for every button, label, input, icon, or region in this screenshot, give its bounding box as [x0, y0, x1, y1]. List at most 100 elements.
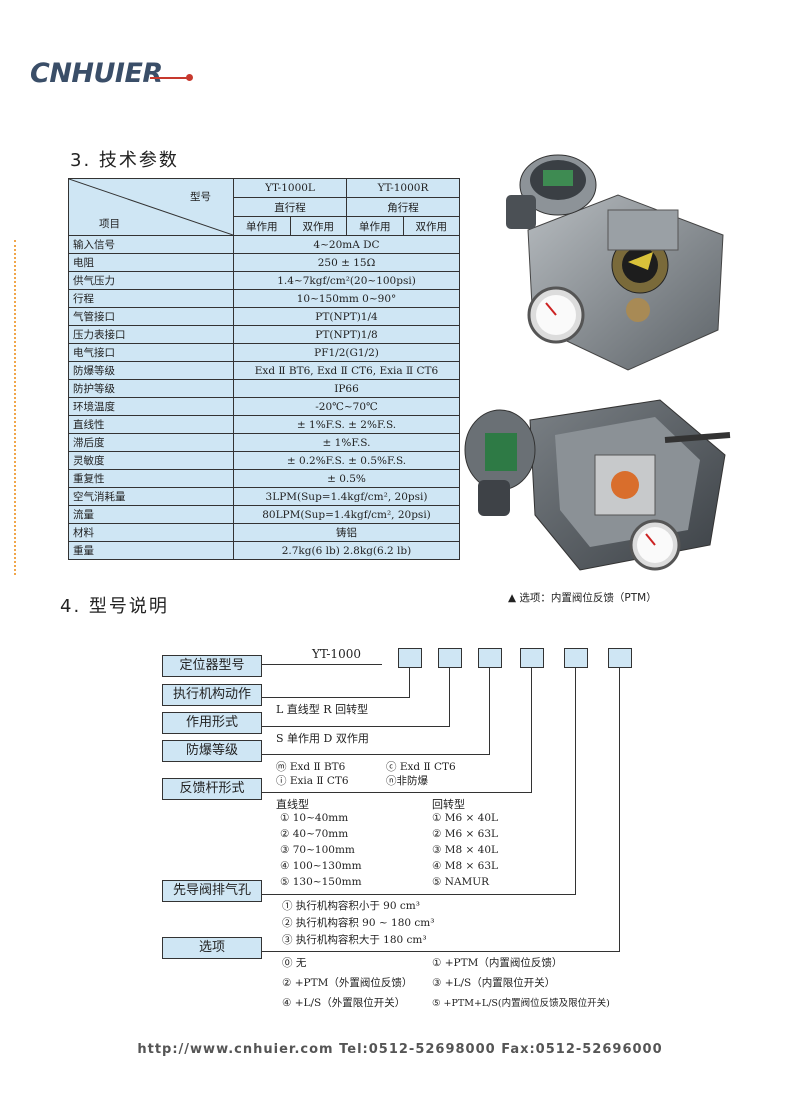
positioner-photo-closed: [488, 140, 738, 375]
row-value: IP66: [233, 379, 460, 398]
row-label: 空气消耗量: [68, 487, 234, 506]
extra-option: ⑤ +PTM+L/S(内置阀位反馈及限位开关): [432, 998, 610, 1009]
row-label: 气管接口: [68, 307, 234, 326]
code-slot-4: [520, 648, 544, 668]
row-label: 环境温度: [68, 397, 234, 416]
ex-option: ⓜ Exd Ⅱ BT6: [276, 761, 346, 773]
feedback-linear-item: ③ 70~100mm: [280, 844, 355, 856]
table-row: 重复性± 0.5%: [68, 469, 460, 488]
extra-option: ⓪ 无: [282, 957, 307, 969]
leader-3: [489, 668, 490, 754]
row-value: Exd Ⅱ BT6, Exd Ⅱ CT6, Exia Ⅱ CT6: [233, 361, 460, 380]
row-label: 重复性: [68, 469, 234, 488]
row-value: PT(NPT)1/4: [233, 307, 460, 326]
feedback-linear-item: ⑤ 130~150mm: [280, 876, 362, 888]
logo-underline: [150, 77, 188, 79]
leader-4: [531, 668, 532, 792]
feedback-linear-item: ④ 100~130mm: [280, 860, 362, 872]
row-label: 防爆等级: [68, 361, 234, 380]
brand-logo: CNHUIER: [30, 58, 163, 89]
row-value: 3LPM(Sup=1.4kgf/cm², 20psi): [233, 487, 460, 506]
feedback-rotary-item: ⑤ NAMUR: [432, 876, 490, 888]
leader-6: [619, 668, 620, 951]
row-value: PF1/2(G1/2): [233, 343, 460, 362]
spec-table: 型号 项目 YT-1000L YT-1000R 直行程 角行程 单作用 双作用 …: [68, 178, 460, 560]
leader-5: [575, 668, 576, 894]
row-value: ± 0.5%: [233, 469, 460, 488]
action-double: 双作用: [402, 216, 460, 236]
feedback-linear-item: ① 10~40mm: [280, 812, 349, 824]
model-r: YT-1000R: [346, 178, 460, 198]
box-positioner-model: 定位器型号: [162, 655, 262, 677]
row-value: -20℃~70℃: [233, 397, 460, 416]
row-value: 1.4~7kgf/cm²(20~100psi): [233, 271, 460, 290]
code-slot-3: [478, 648, 502, 668]
box-options: 选项: [162, 937, 262, 959]
line-feedback: [262, 792, 532, 793]
feedback-linear-item: ② 40~70mm: [280, 828, 349, 840]
ex-option: ⓝ非防爆: [386, 775, 428, 787]
model-l: YT-1000L: [233, 178, 347, 198]
row-label: 灵敏度: [68, 451, 234, 470]
box-feedback-lever: 反馈杆形式: [162, 778, 262, 800]
stroke-linear: 直行程: [233, 197, 347, 217]
row-label: 行程: [68, 289, 234, 308]
line-actuator: [262, 697, 410, 698]
row-label: 滞后度: [68, 433, 234, 452]
row-label: 防护等级: [68, 379, 234, 398]
margin-dotted-line: [14, 240, 16, 575]
ex-option: ⓘ Exia Ⅱ CT6: [276, 775, 349, 787]
row-value: ± 1%F.S.: [233, 433, 460, 452]
table-corner-header: 型号 项目: [68, 178, 234, 236]
code-slot-1: [398, 648, 422, 668]
stroke-angular: 角行程: [346, 197, 460, 217]
diagonal-line: [69, 179, 233, 235]
logo-dot: [186, 74, 193, 81]
feedback-rotary-item: ① M6 × 40L: [432, 812, 498, 824]
row-value: 10~150mm 0~90°: [233, 289, 460, 308]
exhaust-option: ② 执行机构容积 90 ~ 180 cm³: [282, 917, 435, 929]
row-value: 80LPM(Sup=1.4kgf/cm², 20psi): [233, 505, 460, 524]
row-value: 2.7kg(6 lb) 2.8kg(6.2 lb): [233, 541, 460, 560]
row-value: 250 ± 15Ω: [233, 253, 460, 272]
row-label: 直线性: [68, 415, 234, 434]
positioner-photo-open: [460, 395, 750, 575]
row-value: PT(NPT)1/8: [233, 325, 460, 344]
table-row: 直线性± 1%F.S. ± 2%F.S.: [68, 415, 460, 434]
extra-option: ④ +L/S（外置限位开关）: [282, 997, 406, 1009]
box-pilot-exhaust: 先导阀排气孔: [162, 880, 262, 902]
section-4-title: 4. 型号说明: [60, 596, 169, 617]
header-item: 项目: [99, 218, 120, 230]
row-value: ± 0.2%F.S. ± 0.5%F.S.: [233, 451, 460, 470]
table-row: 滞后度± 1%F.S.: [68, 433, 460, 452]
row-label: 电阻: [68, 253, 234, 272]
leader-1: [409, 668, 410, 697]
code-slot-2: [438, 648, 462, 668]
table-row: 材料铸铝: [68, 523, 460, 542]
line-options: [262, 951, 620, 952]
feedback-linear-title: 直线型: [276, 798, 309, 811]
line-action: [262, 726, 450, 727]
actuator-options: L 直线型 R 回转型: [276, 703, 369, 716]
action-single: 单作用: [233, 216, 291, 236]
exhaust-option: ① 执行机构容积小于 90 cm³: [282, 900, 420, 912]
model-code: YT-1000: [312, 647, 361, 661]
ex-option: ⓒ Exd Ⅱ CT6: [386, 761, 456, 773]
row-value: 4~20mA DC: [233, 235, 460, 254]
model-code-line: [262, 664, 382, 665]
extra-option: ① +PTM（内置阀位反馈）: [432, 957, 563, 969]
line-explosion: [262, 754, 490, 755]
box-explosion-grade: 防爆等级: [162, 740, 262, 762]
table-row: 灵敏度± 0.2%F.S. ± 0.5%F.S.: [68, 451, 460, 470]
row-label: 压力表接口: [68, 325, 234, 344]
